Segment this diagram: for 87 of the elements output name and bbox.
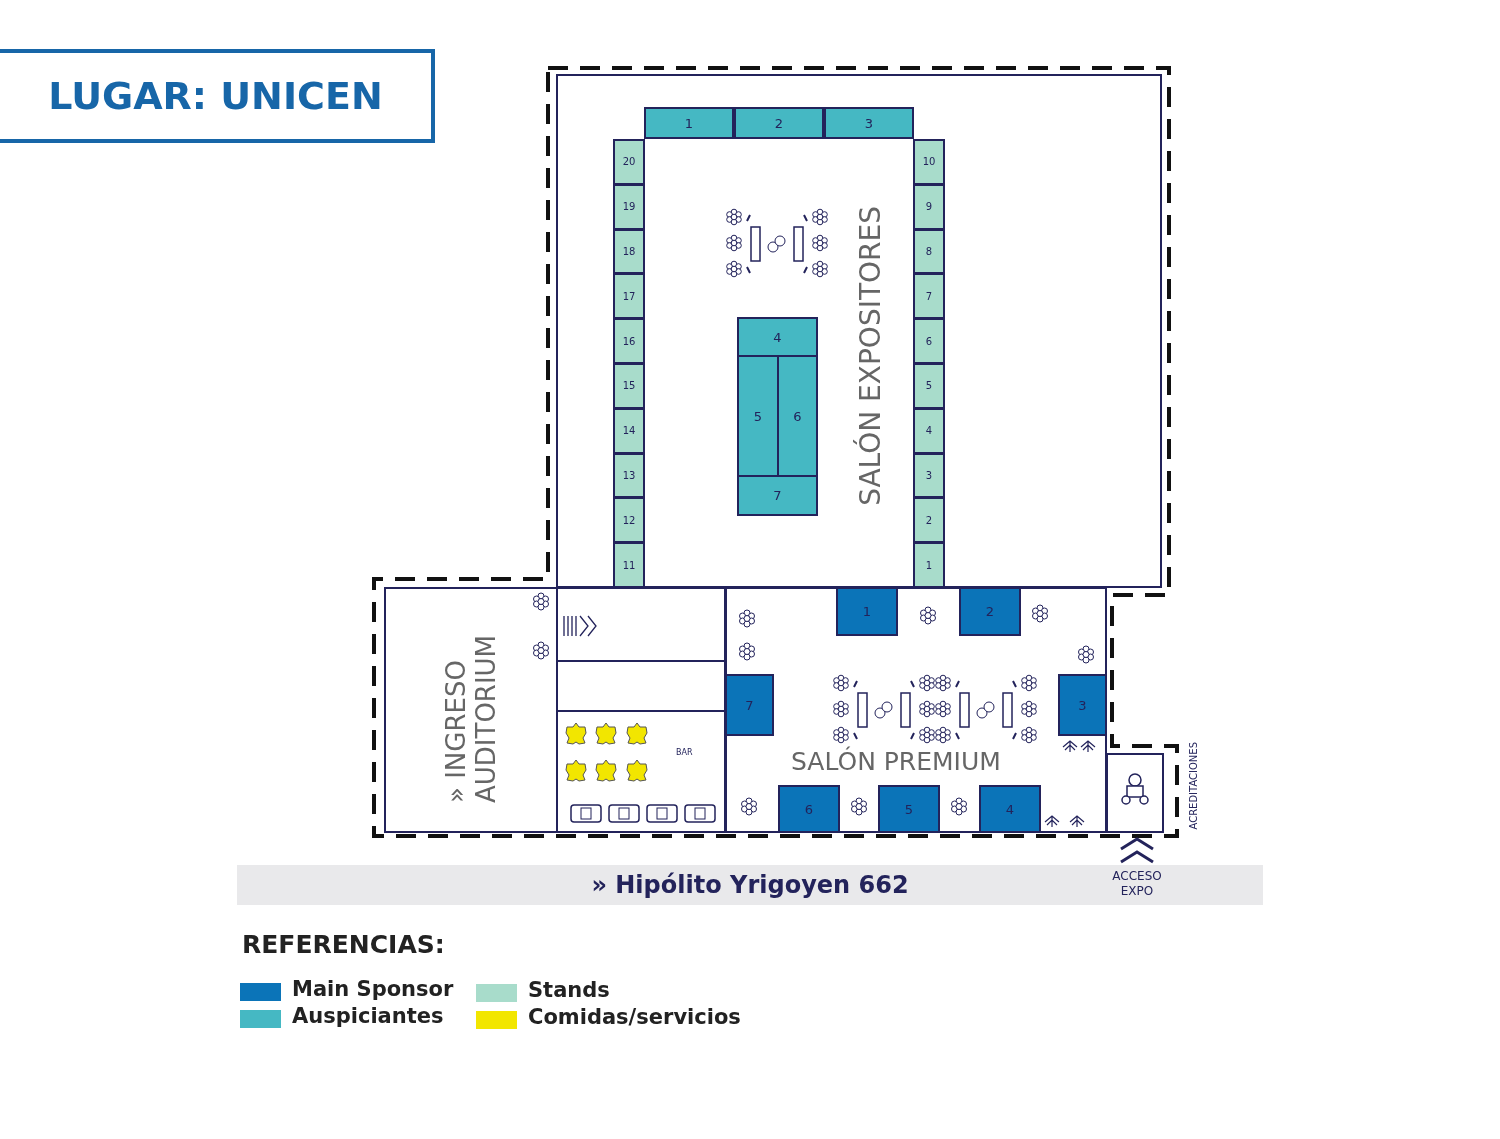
room-label: SALÓN EXPOSITORES (854, 206, 887, 506)
legend-text: Comidas/servicios (528, 1005, 741, 1029)
stand-number: 18 (622, 246, 636, 257)
hall-area (725, 587, 1107, 833)
stand-booth (613, 318, 645, 364)
stand-booth (913, 139, 945, 185)
stand-number: 4 (925, 425, 933, 437)
hall-area (556, 74, 1162, 588)
stand-booth (737, 355, 779, 477)
stand-number: 20 (622, 156, 636, 168)
stand-number: 6 (804, 801, 814, 817)
stand-booth (737, 475, 818, 516)
stand-booth (613, 542, 645, 588)
area-label: BAR (676, 748, 693, 757)
stand-booth (737, 317, 818, 357)
stand-booth (613, 273, 645, 320)
legend-text: Stands (528, 978, 610, 1002)
stand-booth (836, 587, 898, 636)
stand-booth (878, 785, 940, 833)
stand-booth (777, 355, 818, 477)
room-compartment (556, 587, 726, 662)
stand-booth (959, 587, 1021, 636)
stand-booth (613, 228, 645, 275)
stand-number: 14 (622, 425, 636, 437)
stand-number: 19 (622, 201, 636, 213)
title-text: LUGAR: UNICEN (48, 74, 383, 118)
stand-booth (913, 407, 945, 454)
stand-number: 1 (684, 115, 694, 131)
stand-booth (613, 452, 645, 499)
stand-number: 1 (925, 559, 933, 571)
stand-number: 7 (773, 488, 782, 503)
stand-booth (613, 183, 645, 230)
stand-number: 16 (622, 335, 636, 347)
stand-booth (725, 674, 774, 736)
stand-booth (778, 785, 840, 833)
stand-number: 2 (925, 514, 933, 526)
stand-number: 5 (753, 408, 763, 424)
stand-number: 3 (1078, 697, 1087, 713)
stand-number: 6 (793, 408, 802, 424)
street-name: » Hipólito Yrigoyen 662 (591, 871, 909, 899)
stand-number: 17 (622, 290, 636, 302)
stand-booth (1058, 674, 1107, 736)
stand-booth (913, 497, 945, 544)
stand-number: 1 (862, 604, 872, 619)
stand-booth (613, 407, 645, 454)
room-compartment (556, 660, 726, 712)
stand-booth (979, 785, 1041, 833)
stand-number: 6 (925, 335, 933, 347)
stand-booth (913, 363, 945, 409)
stand-number: 3 (864, 115, 874, 131)
stand-booth (913, 318, 945, 364)
stand-number: 4 (1005, 801, 1015, 817)
stand-number: 7 (925, 290, 933, 302)
stand-number: 3 (925, 470, 933, 481)
stand-booth (613, 363, 645, 409)
stand-booth (613, 497, 645, 544)
legend-text: Auspiciantes (292, 1004, 444, 1028)
stand-number: 2 (985, 604, 995, 619)
stand-number: 15 (622, 380, 636, 392)
stand-booth (913, 183, 945, 230)
stand-number: 2 (774, 115, 784, 131)
stand-booth (824, 107, 914, 139)
entrance-label: ACCESO EXPO (1111, 869, 1163, 899)
stand-number: 7 (745, 697, 754, 713)
room-label: » INGRESO AUDITORIUM (441, 633, 502, 803)
stand-number: 11 (622, 559, 636, 571)
stand-booth (913, 228, 945, 275)
stand-number: 5 (925, 380, 933, 392)
stand-booth (613, 139, 645, 185)
stand-number: 4 (773, 329, 782, 345)
legend-text: Main Sponsor (292, 977, 454, 1001)
legend-heading: REFERENCIAS: (242, 930, 445, 959)
title-box (0, 49, 435, 143)
stand-booth (913, 273, 945, 320)
stand-booth (913, 452, 945, 499)
stand-number: 9 (925, 201, 933, 213)
stand-number: 13 (622, 470, 636, 481)
auditorium-entrance-area (384, 587, 558, 833)
stand-number: 5 (904, 801, 914, 817)
room-label: SALÓN PREMIUM (791, 747, 1001, 776)
stand-number: 12 (622, 514, 636, 526)
stand-number: 10 (922, 156, 936, 168)
area-label: ACREDITACIONES (1188, 742, 1199, 830)
stand-number: 8 (925, 246, 933, 257)
stand-booth (734, 107, 824, 139)
stand-booth (644, 107, 734, 139)
stand-booth (913, 542, 945, 588)
